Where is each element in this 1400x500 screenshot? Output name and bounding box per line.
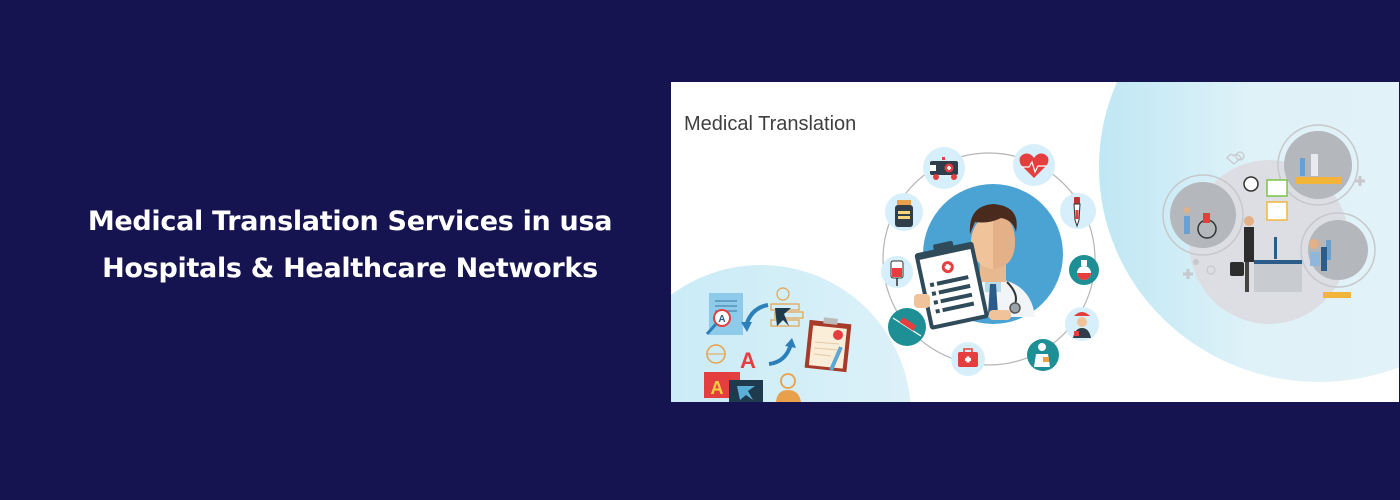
blood-bag-icon [881,256,913,288]
doctor-illustration [881,144,1099,376]
ambulance-icon [923,147,965,189]
patient-icon [1027,339,1059,371]
flask-icon [1069,255,1099,285]
banner-title: Medical Translation [684,113,857,135]
svg-text:A: A [711,378,724,398]
dropper-icon [1060,193,1096,229]
hospital-illustration [1162,124,1376,324]
syringe-icon [888,308,926,346]
headline-line-1: Medical Translation Services in usa [87,206,613,237]
medicine-jar-icon [885,193,923,231]
svg-text:A: A [718,314,725,325]
translation-illustration: A A A [704,287,852,402]
medical-translation-banner: Medical Translation [671,82,1399,402]
heart-rate-icon [1013,144,1055,186]
first-aid-kit-icon [951,342,985,376]
nurse-icon [1065,307,1099,341]
headline-line-2: Hospitals & Healthcare Networks [102,253,598,284]
svg-text:A: A [740,348,756,373]
headline: Medical Translation Services in usa Hosp… [30,198,670,292]
